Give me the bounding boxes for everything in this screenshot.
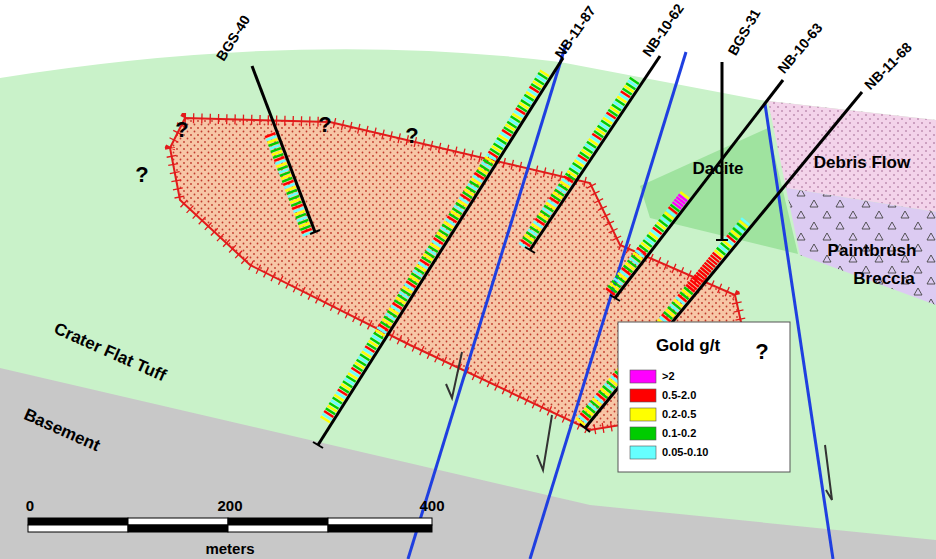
scale-number: 400	[419, 498, 444, 513]
hole-name: NB-10-63	[775, 20, 825, 76]
hole-name: NB-10-62	[640, 1, 686, 59]
breccia-unit	[786, 188, 936, 305]
legend-text: >2	[662, 371, 675, 382]
legend-swatch	[630, 446, 656, 459]
uncertainty-mark: ?	[318, 114, 331, 136]
legend-swatch	[630, 389, 656, 402]
scale-unit: meters	[205, 541, 254, 556]
uncertainty-mark: ?	[135, 164, 148, 186]
uncertainty-mark: ?	[755, 341, 768, 363]
unit-name: Paintbrush	[828, 242, 917, 259]
legend-box	[618, 322, 790, 472]
hole-name: NB-11-87	[552, 3, 598, 60]
legend-swatch	[630, 408, 656, 421]
unit-name: Debris Flow	[814, 154, 910, 171]
scale-bar	[28, 518, 432, 532]
unit-name: Dacite	[692, 160, 743, 177]
legend-swatch	[630, 370, 656, 383]
hole-name: NB-11-68	[862, 40, 914, 92]
tuff-unit	[0, 49, 936, 559]
legend-swatch	[630, 427, 656, 440]
assay-tick	[606, 288, 615, 295]
legend-text: 0.1-0.2	[662, 428, 696, 439]
assay-tick	[321, 416, 330, 422]
legend-text: 0.05-0.10	[662, 447, 708, 458]
scale-number: 0	[26, 498, 34, 513]
unit-name: Breccia	[853, 270, 914, 287]
fault-lines	[408, 44, 833, 559]
uncertainty-mark: ?	[175, 119, 188, 141]
hole-end-caps	[310, 230, 728, 448]
uncertainty-mark: ?	[405, 125, 418, 147]
legend-text: 0.2-0.5	[662, 409, 696, 420]
legend-text: 0.5-2.0	[662, 390, 696, 401]
scale-number: 200	[217, 498, 242, 513]
basement-unit	[0, 368, 936, 559]
legend-title: Gold g/t	[656, 337, 720, 354]
hole-name: BGS-31	[725, 7, 762, 58]
